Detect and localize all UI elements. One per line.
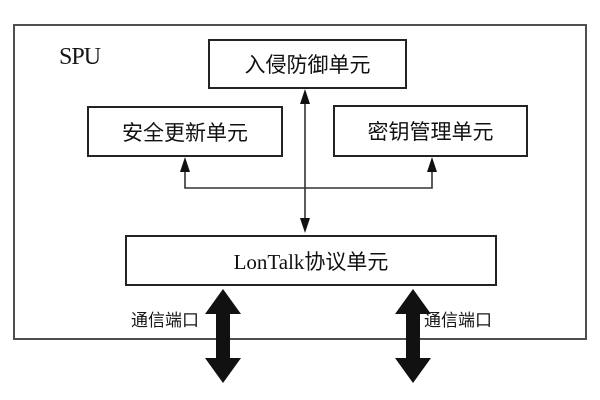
node-key-management-unit: 密钥管理单元: [333, 105, 528, 157]
node-key-label: 密钥管理单元: [367, 120, 494, 144]
node-lontalk-label: LonTalk协议单元: [233, 249, 389, 274]
node-intrusion-label: 入侵防御单元: [244, 53, 371, 77]
node-security-update-unit: 安全更新单元: [87, 106, 283, 157]
node-update-label: 安全更新单元: [122, 120, 248, 145]
spu-label: SPU: [59, 44, 101, 70]
node-intrusion-prevention-unit: 入侵防御单元: [208, 39, 407, 89]
node-lontalk-protocol-unit: LonTalk协议单元: [125, 235, 497, 286]
port-label-right: 通信端口: [424, 311, 492, 330]
port-label-left: 通信端口: [131, 311, 199, 330]
